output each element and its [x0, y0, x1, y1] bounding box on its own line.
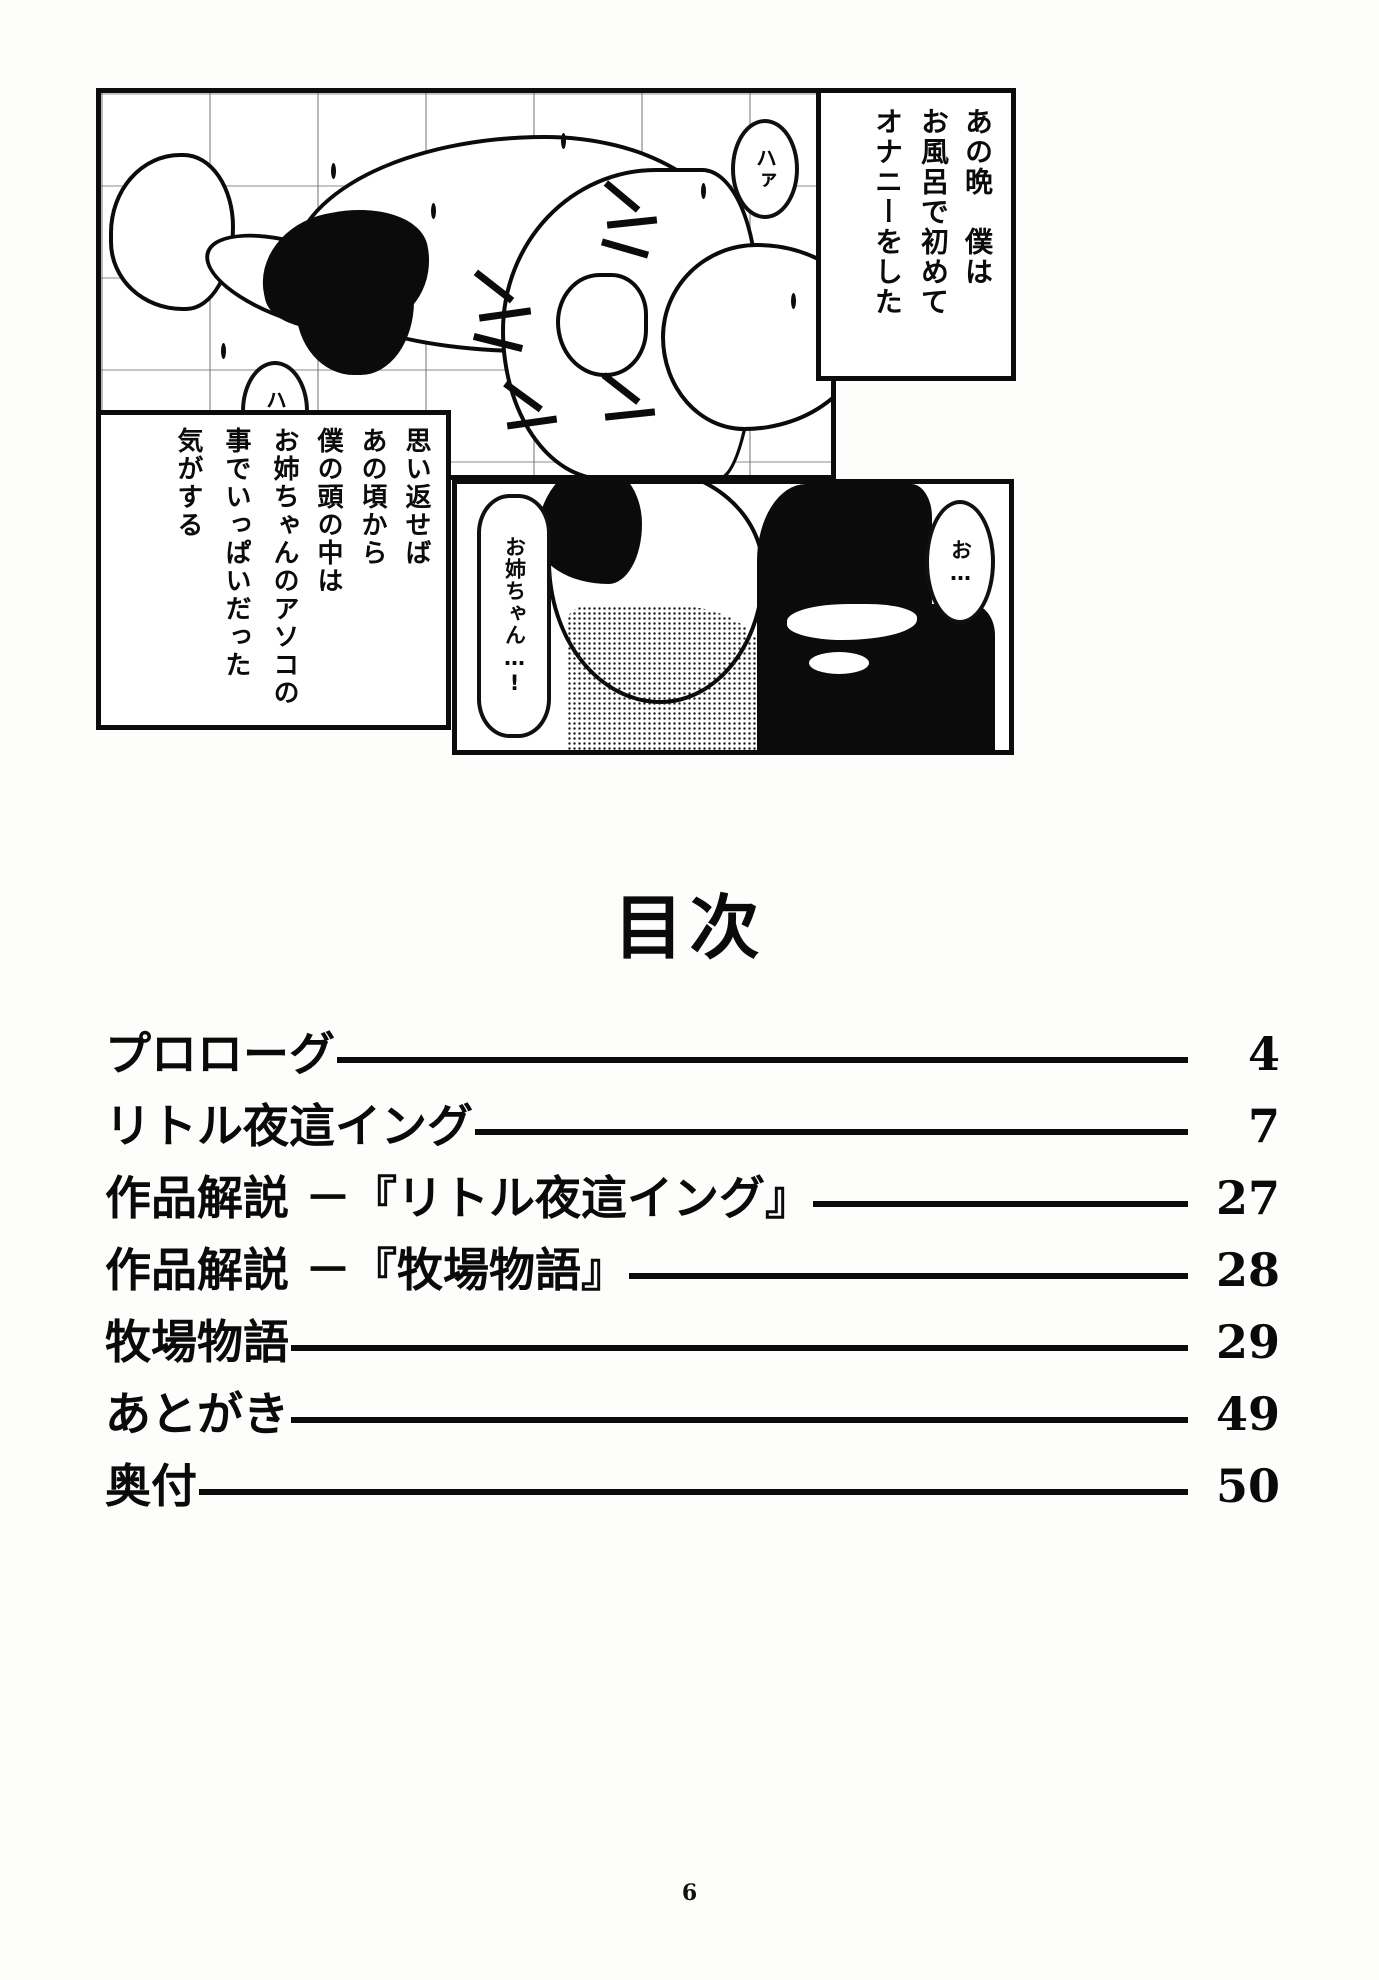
toc-entry-page: 49 [1215, 1387, 1280, 1441]
toc-entry-prologue[interactable]: プロローグ 4 [105, 1018, 1280, 1081]
narration-line-2: お風呂で初めて [917, 107, 950, 317]
hand-on-wall-shape [109, 153, 235, 311]
toc-entry-label: 作品解説 －『牧場物語』 [105, 1243, 628, 1297]
table-of-contents: プロローグ 4 リトル夜這イング 7 作品解説 －『リトル夜這イング』 27 作… [105, 1018, 1280, 1522]
screentone-cloth [567, 606, 772, 750]
hip-shape [661, 243, 831, 431]
toc-entry-bokujou-monogatari[interactable]: 牧場物語 29 [105, 1306, 1280, 1369]
toc-leader-line [629, 1273, 1188, 1279]
narration-line-3: オナニーをした [871, 107, 904, 317]
toc-entry-page: 50 [1215, 1459, 1280, 1513]
sweat-drop [561, 133, 566, 149]
narration-left-line-3: 僕の頭の中は [313, 427, 343, 595]
hair-bangs-shape [296, 263, 414, 375]
toc-entry-page: 28 [1215, 1243, 1280, 1297]
toc-entry-commentary-bokujou-monogatari[interactable]: 作品解説 －『牧場物語』 28 [105, 1234, 1280, 1297]
toc-heading: 目次 [613, 886, 766, 969]
hand-lower-shape [556, 273, 648, 377]
narration-left-line-2: あの頃から [357, 427, 387, 567]
toc-leader-line [337, 1057, 1188, 1063]
toc-entry-label: プロローグ [105, 1027, 335, 1081]
panel-narration-left: 思い返せば あの頃から 僕の頭の中は お姉ちゃんのアソコの 事でいっぱいだった … [96, 410, 451, 730]
narration-left-line-4: お姉ちゃんのアソコの [269, 427, 299, 707]
sweat-drop [791, 293, 796, 309]
toc-entry-label: 牧場物語 [105, 1315, 289, 1369]
toc-entry-commentary-little-yobaiing[interactable]: 作品解説 －『リトル夜這イング』 27 [105, 1162, 1280, 1225]
narration-left-line-1: 思い返せば [401, 427, 431, 567]
sweat-drop [331, 163, 336, 179]
sweat-drop [431, 203, 436, 219]
panel-bottom-scene: お姉ちゃん…! お… [452, 479, 1014, 755]
toc-leader-line [813, 1201, 1188, 1207]
toc-entry-page: 27 [1215, 1171, 1280, 1225]
toc-leader-line [291, 1345, 1188, 1351]
narration-left-line-5: 事でいっぱいだった [221, 427, 251, 679]
highlight-splash [809, 652, 869, 674]
speech-bubble-o: お… [925, 500, 995, 624]
sweat-drop [221, 343, 226, 359]
speech-bubble-haa-top: ハァ [731, 119, 799, 219]
toc-entry-label: 作品解説 －『リトル夜這イング』 [105, 1171, 812, 1225]
toc-entry-page: 29 [1215, 1315, 1280, 1369]
toc-entry-page: 4 [1247, 1027, 1280, 1081]
toc-entry-little-yobaiing[interactable]: リトル夜這イング 7 [105, 1090, 1280, 1153]
narration-left-line-6: 気がする [173, 427, 203, 539]
hair-shape-bottom [537, 484, 642, 584]
toc-entry-okuzuke[interactable]: 奥付 50 [105, 1450, 1280, 1513]
toc-entry-atogaki[interactable]: あとがき 49 [105, 1378, 1280, 1441]
sweat-drop [701, 183, 706, 199]
toc-leader-line [291, 1417, 1188, 1423]
panel-narration-top: あの晩 僕は お風呂で初めて オナニーをした [816, 88, 1016, 381]
toc-entry-label: 奥付 [105, 1459, 197, 1513]
toc-entry-label: あとがき [105, 1387, 289, 1441]
toc-entry-label: リトル夜這イング [105, 1099, 473, 1153]
speech-bubble-oneechan: お姉ちゃん…! [477, 494, 551, 738]
manga-artwork-area: ハァ ハァ あの晩 僕は お風呂で初めて オナニーをした 思い返せば あの頃から… [88, 82, 1290, 755]
toc-leader-line [199, 1489, 1188, 1495]
toc-entry-page: 7 [1247, 1099, 1280, 1153]
narration-line-1: あの晩 僕は [961, 107, 994, 287]
page-folio-number: 6 [681, 1880, 698, 1906]
toc-leader-line [475, 1129, 1188, 1135]
